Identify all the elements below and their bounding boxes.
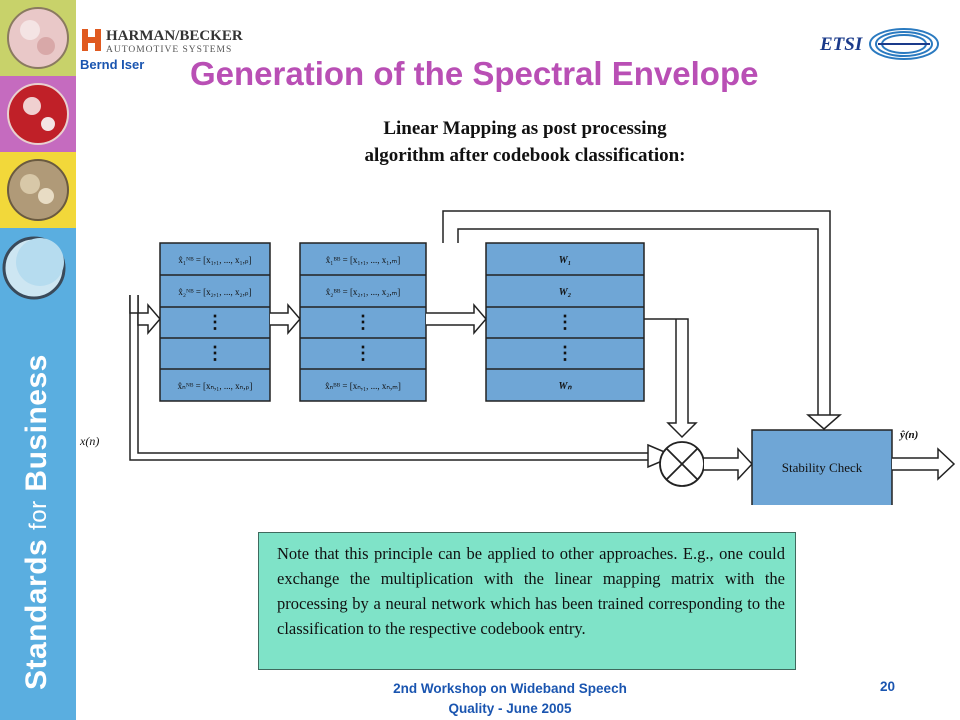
nb-entry-2: x̂₂ᴺᴮ = [x₂,₁, ..., x₂,ₚ] <box>178 287 251 297</box>
matrix-dots-2: ⋮ <box>556 343 574 363</box>
sidebar-tagline: Standards for Business <box>20 354 54 690</box>
bb-entry-2: x̂₂ᴮᴮ = [x₂,₁, ..., x₂,ₘ] <box>326 287 400 297</box>
nb-dots-1: ⋮ <box>206 312 224 332</box>
matrix-w2: W₂ <box>559 287 571 298</box>
input-signal-label: x(n) <box>79 434 99 448</box>
footer-event: 2nd Workshop on Wideband Speech Quality … <box>345 679 675 719</box>
footer-line-2: Quality - June 2005 <box>448 701 572 716</box>
etsi-logo: ETSI <box>819 28 939 60</box>
input-path <box>129 295 648 461</box>
subtitle-line-2: algorithm after codebook classification: <box>364 145 686 166</box>
tile-earth-yellow <box>0 152 76 228</box>
etsi-text: ETSI <box>819 34 863 55</box>
arrow-into-nb-codebook <box>129 295 161 336</box>
linear-mapping-diagram: x(n) x̂₁ᴺᴮ = [x₁,₁, ..., x₁,ₚ] x̂₂ᴺᴮ = [… <box>79 210 956 505</box>
slide-subtitle: Linear Mapping as post processing algori… <box>250 115 800 169</box>
footer-line-1: 2nd Workshop on Wideband Speech <box>393 681 627 696</box>
output-signal-label: ŷ(n) <box>898 429 918 441</box>
tile-earth-green <box>0 0 76 76</box>
company-division: AUTOMOTIVE SYSTEMS <box>106 45 232 55</box>
sidebar: Standards for Business <box>0 0 76 720</box>
arrow-bb-to-mapping <box>426 302 487 336</box>
nb-codebook: x̂₁ᴺᴮ = [x₁,₁, ..., x₁,ₚ] x̂₂ᴺᴮ = [x₂,₁,… <box>159 242 271 402</box>
bb-dots-2: ⋮ <box>354 343 372 363</box>
sidebar-blue-strip <box>0 304 76 720</box>
tile-earth-blue <box>0 228 76 304</box>
matrix-dots-1: ⋮ <box>556 312 574 332</box>
matrix-w1: W₁ <box>559 255 571 266</box>
bb-entry-n: x̂ₙᴮᴮ = [xₙ,₁, ..., xₙ,ₘ] <box>325 381 401 391</box>
stability-check-label: Stability Check <box>782 460 863 475</box>
multiplier-icon <box>659 441 705 487</box>
bb-entry-1: x̂₁ᴮᴮ = [x₁,₁, ..., x₁,ₘ] <box>326 255 400 265</box>
input-path-inner <box>137 295 648 454</box>
harman-becker-logo: HARMAN/BECKER AUTOMOTIVE SYSTEMS <box>82 28 243 55</box>
feedback-line-outer <box>442 210 831 415</box>
nb-entry-n: x̂ₙᴺᴮ = [xₙ,₁, ..., xₙ,ₚ] <box>178 381 253 391</box>
mapping-matrices: W₁ W₂ ⋮ ⋮ Wₙ <box>485 242 645 402</box>
slide-title: Generation of the Spectral Envelope <box>190 55 759 92</box>
stability-check-block: Stability Check <box>751 429 893 505</box>
output-arrow <box>892 447 956 481</box>
arrow-into-stability <box>806 414 842 430</box>
tagline-standards: Standards <box>20 538 53 690</box>
arrow-mapping-to-multiplier <box>644 318 698 439</box>
matrix-wn: Wₙ <box>559 381 573 392</box>
subtitle-line-1: Linear Mapping as post processing <box>383 118 667 139</box>
tile-earth-magenta <box>0 76 76 152</box>
arrow-multiplier-to-stability <box>704 447 754 481</box>
nb-dots-2: ⋮ <box>206 343 224 363</box>
feedback-line-inner <box>457 228 819 415</box>
tagline-for: for <box>25 500 52 530</box>
note-text: Note that this principle can be applied … <box>277 544 785 638</box>
bb-codebook: x̂₁ᴮᴮ = [x₁,₁, ..., x₁,ₘ] x̂₂ᴮᴮ = [x₂,₁,… <box>299 242 427 402</box>
author-name: Bernd Iser <box>80 57 145 72</box>
note-box: Note that this principle can be applied … <box>258 532 796 670</box>
tagline-business: Business <box>20 354 53 492</box>
page-number: 20 <box>880 679 896 694</box>
company-name: HARMAN/BECKER <box>106 28 243 44</box>
nb-entry-1: x̂₁ᴺᴮ = [x₁,₁, ..., x₁,ₚ] <box>178 255 251 265</box>
bb-dots-1: ⋮ <box>354 312 372 332</box>
arrow-nb-to-bb <box>270 302 301 336</box>
